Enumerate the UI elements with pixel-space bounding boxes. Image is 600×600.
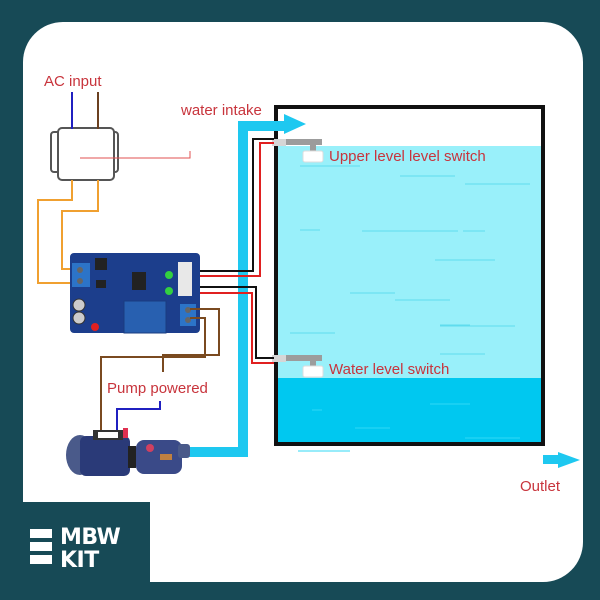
pump-wires — [100, 308, 220, 432]
upper-level-switch-label: Upper level level switch — [329, 148, 486, 165]
logo-bar-icon — [30, 555, 52, 564]
sensor-wires — [197, 138, 274, 364]
water-level-switch-label: Water level switch — [329, 361, 449, 378]
transformer-output-wires — [37, 180, 99, 284]
outlet-pipe — [543, 455, 565, 464]
water-pump — [66, 428, 190, 476]
transformer — [50, 127, 191, 181]
pump-powered-label: Pump powered — [107, 380, 208, 397]
upper-water-region — [276, 146, 542, 378]
water-ripples — [290, 165, 530, 355]
logo-bar-icon — [30, 529, 52, 538]
outlet-arrow-icon — [558, 452, 580, 468]
lower-water-region — [276, 378, 542, 444]
intake-pipe — [188, 121, 290, 457]
upper-float-switch — [272, 139, 324, 163]
relay-module-board — [70, 253, 200, 334]
intake-arrow-icon — [284, 114, 306, 134]
ac-input-label: AC input — [44, 73, 102, 90]
tank-outline — [274, 105, 545, 446]
water-intake-label: water intake — [180, 102, 262, 119]
logo-text-line2: KIT — [60, 548, 99, 573]
outlet-label: Outlet — [520, 478, 561, 495]
lower-float-switch — [272, 355, 324, 378]
logo-bar-icon — [30, 542, 52, 551]
lower-ripples — [298, 403, 520, 452]
logo-text-line1: MBW — [60, 525, 121, 550]
brand-logo: MBW KIT — [0, 502, 150, 600]
